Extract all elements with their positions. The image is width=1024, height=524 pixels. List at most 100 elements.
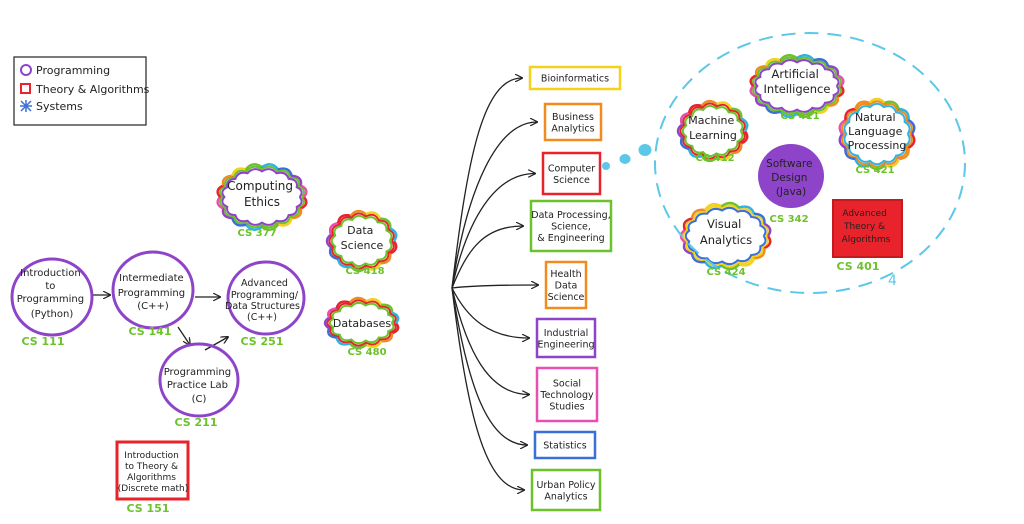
- cs480-burst-scallop: [327, 327, 337, 339]
- cs377-burst-scallop: [261, 163, 280, 171]
- cs418-burst-scallop: [389, 227, 398, 242]
- prerequisite-arrows: [92, 295, 228, 351]
- svg-text:Advanced Programming/: Advanced Programming/ Data Structures (C…: [225, 278, 303, 323]
- cs421-burst-scallop: [907, 133, 916, 149]
- cs418-line: Science: [341, 239, 384, 252]
- cs480-burst-scallop: [323, 316, 330, 330]
- cs151-line: to Theory &: [125, 462, 178, 472]
- cs111-line: Introduction: [20, 268, 81, 279]
- major-label: Science: [548, 292, 585, 303]
- cs111-line: Programming: [17, 294, 84, 305]
- major-label: Science,: [551, 222, 591, 233]
- cs480-burst-scallop: [348, 342, 367, 350]
- cs377-burst-ring: [221, 168, 303, 226]
- svg-text:Computing Ethics: Computing Ethics: [227, 179, 297, 209]
- major-box: [535, 366, 599, 423]
- cs411-burst-scallop: [828, 96, 840, 107]
- cs211-code: CS 211: [175, 416, 218, 429]
- cs480-burst-scallop: [348, 296, 367, 304]
- course-cs377: Computing Ethics CS 377: [227, 179, 297, 239]
- course-cs412: Machine Learning CS 412: [688, 114, 737, 164]
- cs401-line: Advanced: [842, 209, 886, 219]
- cs421-burst-scallop: [868, 97, 886, 104]
- cs424-burst-scallop: [703, 203, 723, 211]
- bubble-dot: [602, 162, 610, 170]
- cs480-burst-scallop: [327, 307, 337, 319]
- major-label: Science: [553, 175, 590, 186]
- cs377-burst-scallop: [277, 217, 293, 227]
- course-cs251: Advanced Programming/ Data Structures (C…: [225, 260, 306, 348]
- cs211-line: Practice Lab: [167, 380, 228, 391]
- cs412-burst-scallop: [700, 155, 718, 163]
- course-cs211: Programming Practice Lab (C) CS 211: [158, 342, 240, 429]
- cs411-burst-scallop: [813, 105, 830, 114]
- cs418-burst: [325, 209, 398, 273]
- cs411-burst-scallop: [796, 54, 815, 61]
- cs424-burst-scallop: [763, 235, 772, 250]
- cs424-burst-scallop: [682, 241, 693, 255]
- major-label: Social: [553, 379, 581, 390]
- major-box: [533, 430, 597, 460]
- cs418-burst-scallop: [325, 233, 332, 249]
- cs401-code: CS 401: [837, 260, 880, 273]
- cs412-burst-scallop: [740, 130, 749, 145]
- cs480-burst: [323, 296, 400, 350]
- course-cs111: Introduction to Programming (Python) CS …: [10, 257, 94, 348]
- legend: Programming Theory & Algorithms Systems: [13, 56, 150, 126]
- cs421-burst-scallop: [854, 158, 870, 168]
- cs111-line: to: [45, 281, 55, 292]
- cs480-burst-scallop: [335, 337, 351, 346]
- cs377-line: Computing: [227, 179, 293, 193]
- cs411-burst: [749, 54, 845, 118]
- cs418-burst-scallop: [349, 265, 367, 273]
- cs377-burst-scallop: [300, 196, 308, 210]
- cs412-burst: [676, 99, 749, 163]
- major-label: & Engineering: [537, 233, 604, 244]
- cs377-burst-scallop: [216, 196, 224, 210]
- cs480-code: CS 480: [347, 347, 386, 358]
- cs151-line: Algorithms: [127, 473, 176, 483]
- cs480-burst-ring: [326, 299, 397, 347]
- majors-list: BioinformaticsBusinessAnalyticsComputerS…: [528, 65, 622, 512]
- course-cs151: Introduction to Theory & Algorithms (Dis…: [115, 440, 190, 515]
- cs377-burst-scallop: [231, 167, 247, 177]
- course-cs401: Advanced Theory & Algorithms CS 401: [832, 199, 903, 273]
- cs411-line: Artificial: [772, 67, 819, 81]
- major-label: Urban Policy: [536, 480, 595, 491]
- cs377-burst-scallop: [261, 223, 280, 231]
- cs412-burst-scallop: [716, 152, 733, 161]
- svg-text:Data Science: Data Science: [341, 224, 384, 252]
- cs424-line: Analytics: [700, 233, 752, 247]
- course-cs418: Data Science CS 418: [341, 224, 385, 277]
- cs412-burst-scallop: [679, 111, 690, 125]
- cs480-burst-scallop: [365, 298, 383, 306]
- cs421-burst-scallop: [854, 100, 870, 110]
- cs412-burst-ring: [679, 102, 746, 160]
- cs421-burst-scallop: [838, 133, 847, 149]
- cs411-code: CS 411: [780, 111, 819, 122]
- cs377-burst-ring: [219, 165, 305, 229]
- cs424-burst-ring: [684, 206, 767, 266]
- major-arrow: [451, 174, 535, 289]
- course-cs411: Artificial Intelligence CS 411: [764, 67, 831, 122]
- major-box: [529, 199, 613, 253]
- cs421-burst-scallop: [884, 100, 900, 110]
- cs377-burst-scallop: [221, 174, 233, 186]
- cluster-outline: [654, 32, 966, 294]
- major-label: Data: [555, 281, 578, 292]
- programming-legend-icon: [20, 64, 32, 76]
- cs424-burst-scallop: [753, 212, 766, 224]
- major-item: Data Processing,Science,& Engineering: [529, 199, 613, 253]
- major-item: Statistics: [533, 430, 597, 460]
- cs418-burst-scallop: [389, 240, 398, 255]
- cs411-burst-scallop: [837, 74, 845, 87]
- cs480-burst-scallop: [365, 340, 383, 348]
- svg-text:Natural Language P: Natural Language Processing: [848, 111, 907, 152]
- cs411-burst-ring: [754, 59, 840, 113]
- major-item: Bioinformatics: [528, 65, 622, 91]
